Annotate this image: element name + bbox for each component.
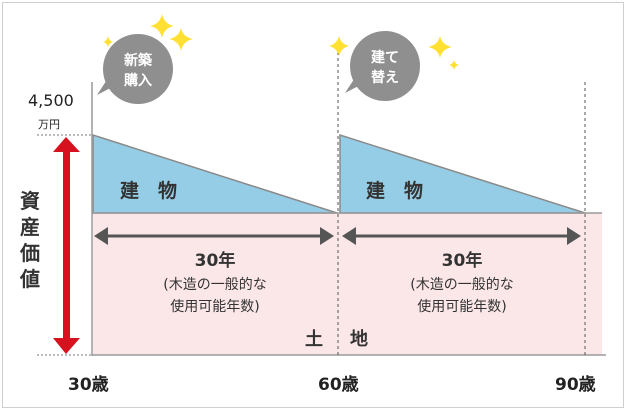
svg-text:購入: 購入 xyxy=(123,72,152,89)
speech-bubble-new-purchase: 新築 購入 xyxy=(97,34,173,104)
y-label-char: 産 xyxy=(20,215,40,239)
building-label: 建 物 xyxy=(366,179,423,202)
sparkle-icon xyxy=(103,14,459,70)
period-note: 使用可能年数) xyxy=(170,298,259,315)
period-note: 使用可能年数) xyxy=(417,298,506,315)
value-arrow xyxy=(53,137,80,354)
land-label: 地 xyxy=(350,328,368,350)
y-label-char: 値 xyxy=(19,267,40,291)
building-label: 建 物 xyxy=(120,179,177,202)
y-label-char: 資 xyxy=(20,189,40,213)
top-value-unit: 万円 xyxy=(38,118,60,131)
period-arrow-2 xyxy=(342,227,581,245)
svg-text:替え: 替え xyxy=(371,69,399,86)
svg-text:建て: 建て xyxy=(371,49,399,66)
age-label: 60歳 xyxy=(318,374,359,395)
svg-text:新築: 新築 xyxy=(124,52,153,69)
period-years: 30年 xyxy=(442,250,483,271)
top-value: 4,500 xyxy=(28,91,74,110)
period-arrow-1 xyxy=(94,227,334,245)
age-label: 30歳 xyxy=(68,374,109,395)
age-label: 90歳 xyxy=(555,374,596,395)
y-label-char: 価 xyxy=(19,241,40,265)
land-label: 土 xyxy=(305,329,323,350)
period-note: (木造の一般的な xyxy=(410,277,513,293)
period-years: 30年 xyxy=(195,250,236,271)
period-note: (木造の一般的な xyxy=(163,277,266,293)
speech-bubble-rebuild: 建て 替え xyxy=(345,31,420,101)
